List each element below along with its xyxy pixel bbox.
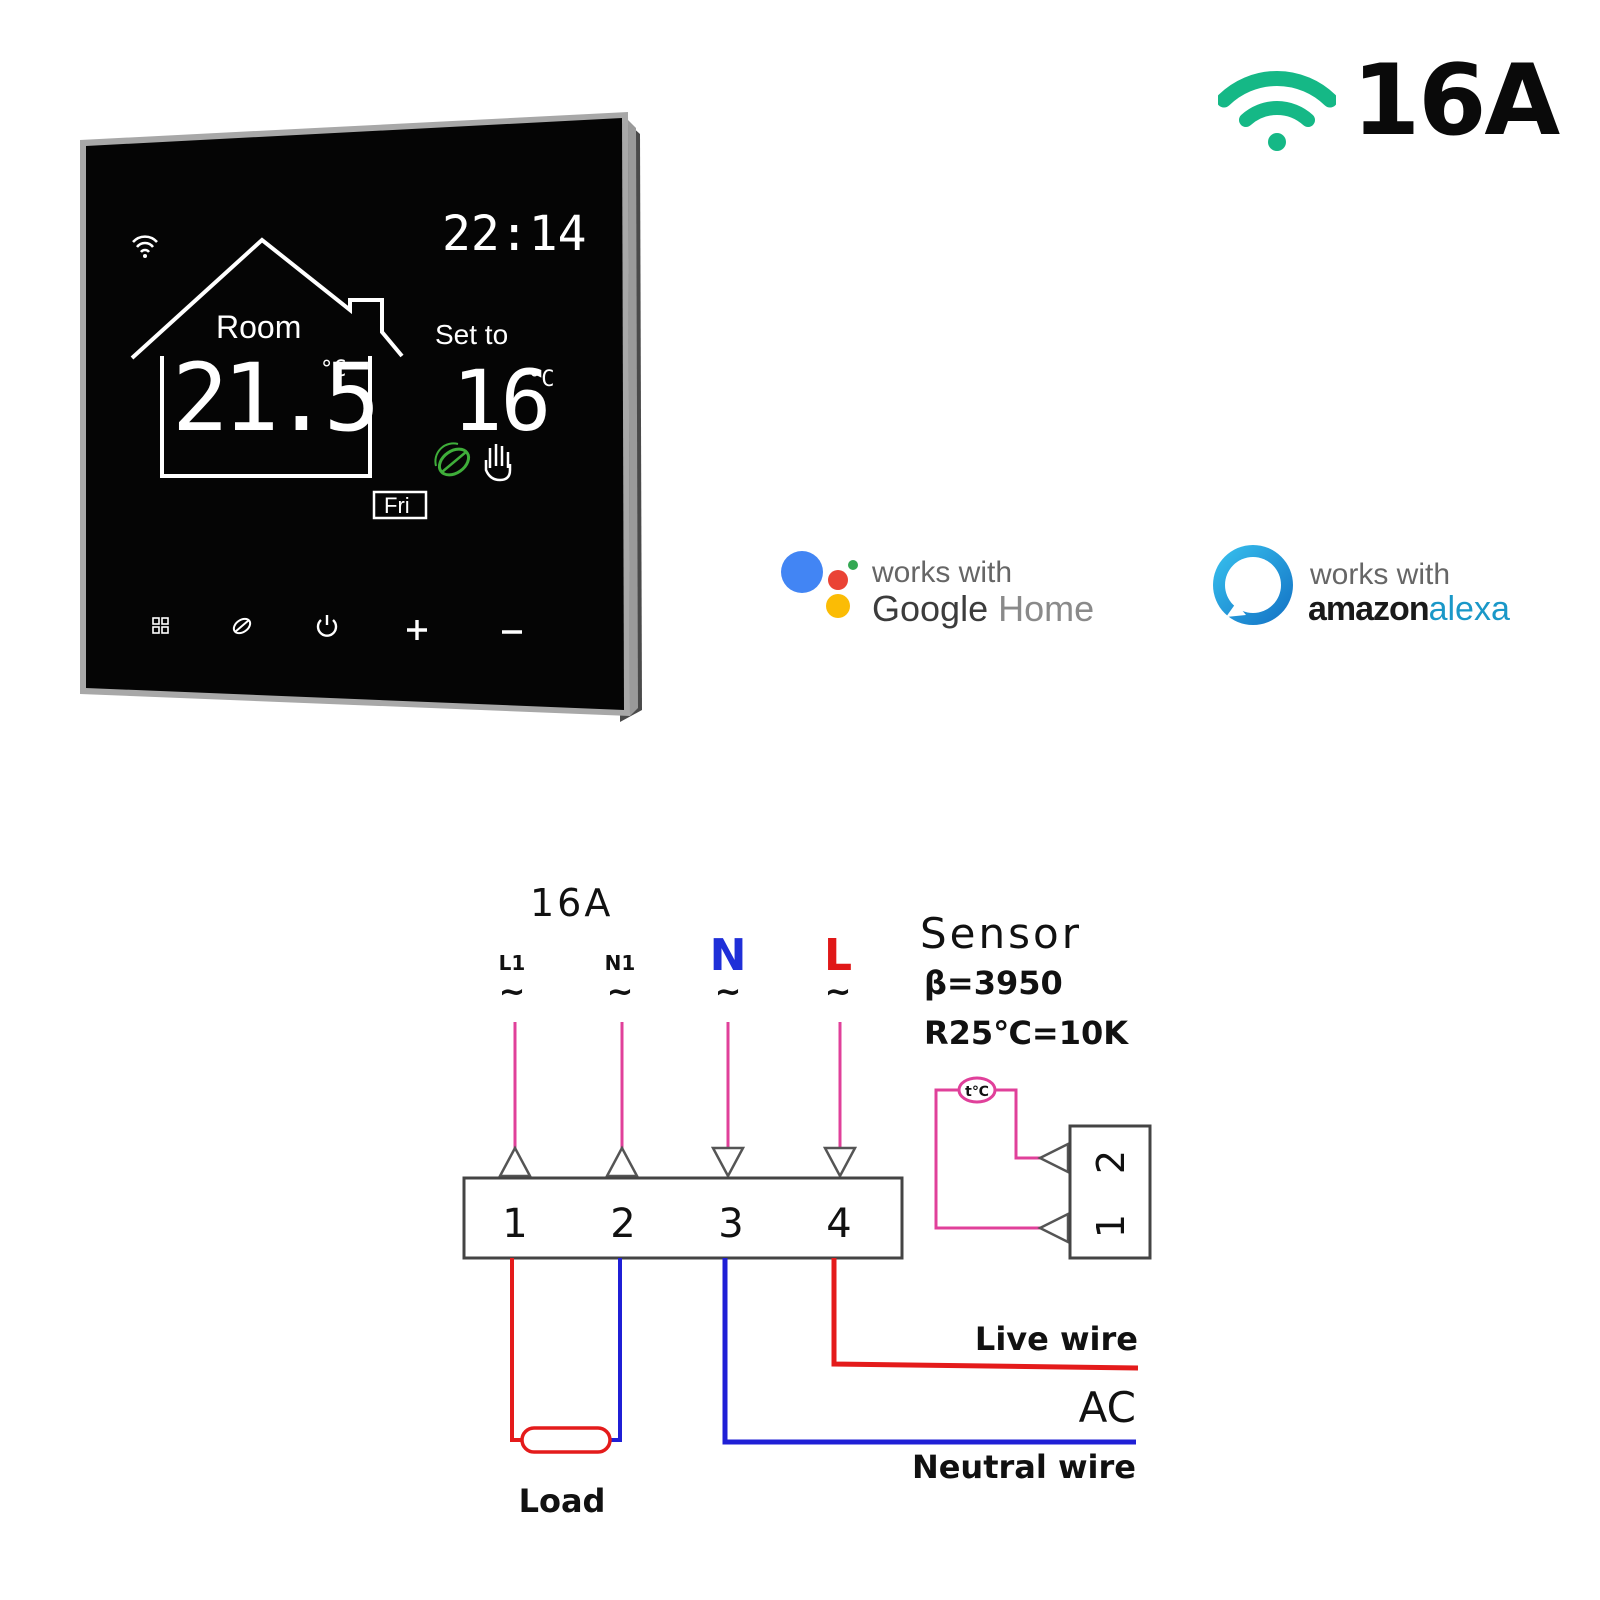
sensor-wire-2 — [994, 1088, 1040, 1160]
load-wire-red — [510, 1258, 524, 1442]
wiring-rating: 16A — [530, 881, 613, 925]
power-button[interactable] — [316, 615, 338, 637]
neutral-wire — [722, 1258, 1136, 1445]
terminal-arrows — [497, 1145, 858, 1179]
alexa-word: alexa — [1428, 590, 1510, 628]
wiring-diagram: 16A L1 N1 N L ~ ~ ~ ~ 1 2 3 4 — [460, 880, 1200, 1560]
live-wire — [831, 1258, 1139, 1371]
room-temperature: 21.5 — [172, 344, 374, 453]
manual-hand-icon — [484, 444, 512, 482]
load-resistor — [520, 1426, 612, 1454]
load-label: Load — [519, 1482, 606, 1520]
sensor-arrows — [1037, 1141, 1070, 1245]
ac-symbol-4: ~ — [825, 972, 852, 1010]
home-word: Home — [998, 588, 1095, 629]
set-temperature: 16 — [452, 352, 549, 450]
ac-symbol-1: ~ — [499, 972, 526, 1010]
terminal-1: 1 — [502, 1201, 527, 1247]
load-wire-blue — [608, 1258, 622, 1442]
wifi-icon — [1216, 62, 1338, 154]
google-word: Google — [872, 588, 989, 629]
sensor-wire-1 — [934, 1088, 1040, 1230]
terminal-2: 2 — [610, 1201, 635, 1247]
ac-label: AC — [1079, 1383, 1136, 1432]
set-temp-unit: °C — [528, 367, 555, 392]
set-to-label: Set to — [435, 319, 508, 350]
sensor-r25: R25℃=10K — [924, 1014, 1129, 1052]
neutral-wire-label: Neutral wire — [912, 1448, 1136, 1486]
google-works-with: works with — [872, 556, 1013, 589]
alexa-icon — [1210, 543, 1300, 633]
room-label: Room — [216, 309, 301, 345]
terminal-label-n1: N1 — [605, 951, 636, 975]
wifi-status-icon — [132, 235, 158, 258]
sensor-terminal-2: 2 — [1089, 1150, 1133, 1174]
thermistor-label: t℃ — [965, 1084, 989, 1100]
sensor-terminal-block — [1068, 1124, 1152, 1260]
terminal-4: 4 — [826, 1201, 851, 1247]
input-wires — [513, 1022, 842, 1150]
thermostat-device: 22:14 Room 21.5 °C Set to 16 °C Fri — [80, 110, 660, 730]
terminal-label-l: L — [824, 930, 852, 981]
google-home-brand: Google Home — [872, 590, 1094, 628]
clock-time: 22:14 — [442, 206, 587, 262]
sensor-beta: β=3950 — [924, 964, 1063, 1002]
house-outline — [130, 237, 404, 478]
room-temp-unit: °C — [320, 357, 347, 382]
ac-symbol-2: ~ — [607, 972, 634, 1010]
sensor-terminal-1: 1 — [1089, 1214, 1133, 1238]
amperage-badge: 16A — [1352, 44, 1560, 158]
terminal-3: 3 — [718, 1201, 743, 1247]
google-assistant-icon — [780, 550, 860, 630]
amazon-word: amazon — [1308, 590, 1430, 628]
terminal-block — [462, 1176, 904, 1260]
eco-leaf-icon — [434, 442, 471, 477]
plus-button[interactable] — [407, 620, 427, 640]
ac-symbol-3: ~ — [715, 972, 742, 1010]
amazon-alexa-brand: amazonalexa — [1308, 590, 1510, 628]
sensor-title: Sensor — [920, 909, 1082, 958]
thermistor-symbol — [957, 1076, 997, 1104]
eco-button[interactable] — [231, 616, 253, 636]
terminal-label-n: N — [710, 930, 747, 981]
alexa-works-with: works with — [1310, 558, 1451, 591]
live-wire-label: Live wire — [975, 1320, 1138, 1358]
day-label: Fri — [384, 493, 410, 518]
menu-button[interactable] — [152, 617, 169, 634]
terminal-label-l1: L1 — [499, 951, 526, 975]
